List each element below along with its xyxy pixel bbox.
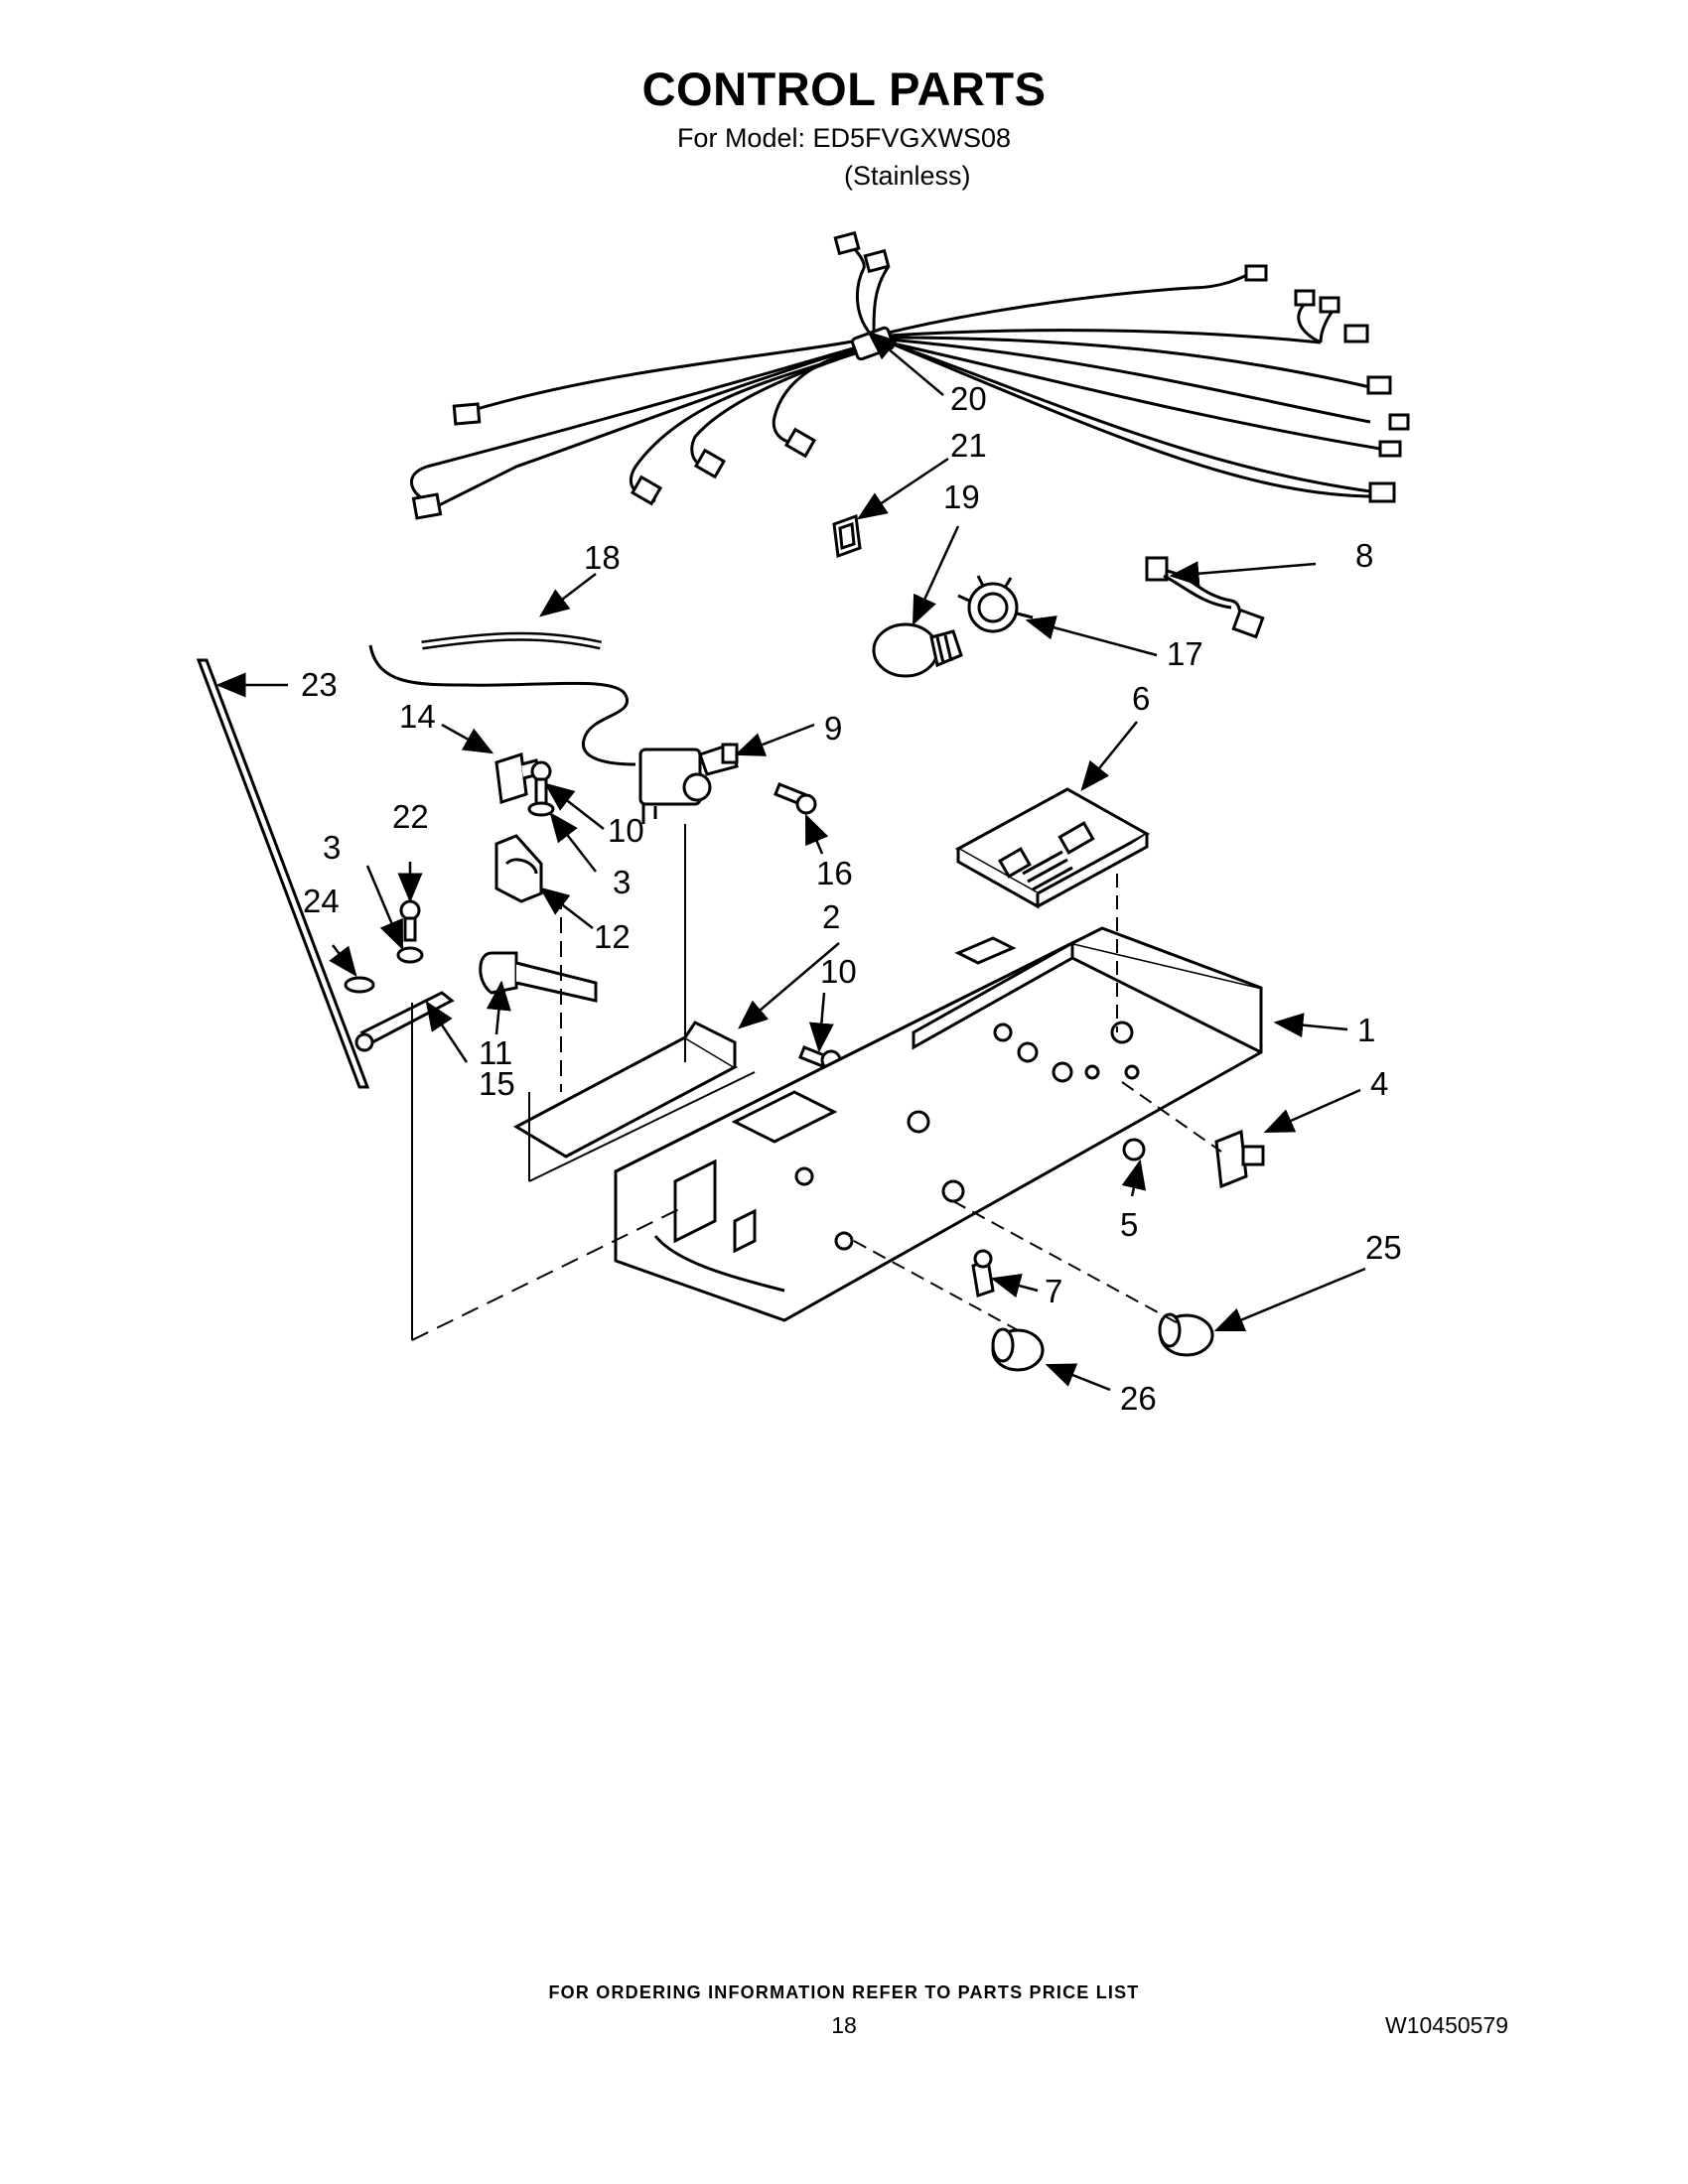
callout-12: 12 <box>594 918 631 955</box>
control-board <box>954 787 1151 909</box>
callout-15: 15 <box>479 1065 515 1102</box>
callout-18: 18 <box>584 539 621 576</box>
callout-7: 7 <box>1045 1273 1062 1309</box>
callout-2: 2 <box>822 898 840 935</box>
thermostat-bracket <box>512 1021 739 1159</box>
bulb-socket <box>957 575 1034 633</box>
callout-21: 21 <box>950 427 987 464</box>
model-variant: (Stainless) <box>844 161 971 191</box>
callout-3-left: 3 <box>323 829 341 866</box>
callout-26: 26 <box>1120 1380 1157 1417</box>
control-thermostat <box>638 743 739 824</box>
harness-connectors <box>411 230 1410 520</box>
callout-8: 8 <box>1355 537 1373 574</box>
page-title: CONTROL PARTS <box>641 63 1047 115</box>
callout-1: 1 <box>1357 1012 1375 1048</box>
callout-24: 24 <box>303 883 340 919</box>
callout-numbers: 20 21 19 18 8 17 23 14 9 10 6 22 3 16 24… <box>301 380 1402 1417</box>
mounting-hardware <box>479 752 598 1003</box>
model-line: For Model: ED5FVGXWS08 <box>676 123 1012 153</box>
ordering-note: FOR ORDERING INFORMATION REFER TO PARTS … <box>548 1982 1140 2002</box>
wire-harness <box>410 241 1381 513</box>
assembly-guide-lines <box>411 824 1222 1341</box>
light-bulb <box>872 622 963 678</box>
callout-10-lower: 10 <box>820 953 857 990</box>
callout-14: 14 <box>399 698 436 735</box>
exploded-parts-diagram: 20 21 19 18 8 17 23 14 9 10 6 22 3 16 24… <box>196 230 1410 1417</box>
callout-10-upper: 10 <box>608 812 644 849</box>
lamp-harness <box>1145 556 1265 639</box>
callout-6: 6 <box>1132 680 1150 717</box>
callout-17: 17 <box>1167 635 1203 672</box>
page-number: 18 <box>831 2012 857 2038</box>
document-number: W10450579 <box>1385 2012 1509 2038</box>
callout-19: 19 <box>943 478 980 515</box>
control-housing <box>614 926 1263 1322</box>
switch-and-buttons <box>991 1129 1265 1372</box>
callout-5: 5 <box>1120 1206 1138 1243</box>
harness-clip <box>832 513 862 559</box>
callout-11: 11 <box>479 1034 512 1071</box>
callout-4: 4 <box>1370 1065 1388 1102</box>
callout-25: 25 <box>1365 1229 1402 1266</box>
screws <box>774 782 995 1297</box>
callout-9: 9 <box>824 710 842 747</box>
capillary-tube <box>368 631 636 766</box>
callout-16: 16 <box>816 855 853 891</box>
callout-23: 23 <box>301 666 338 703</box>
callout-leaders <box>215 331 1366 1392</box>
callout-22: 22 <box>392 798 429 835</box>
callout-20: 20 <box>950 380 987 417</box>
callout-3-upper: 3 <box>613 864 631 900</box>
